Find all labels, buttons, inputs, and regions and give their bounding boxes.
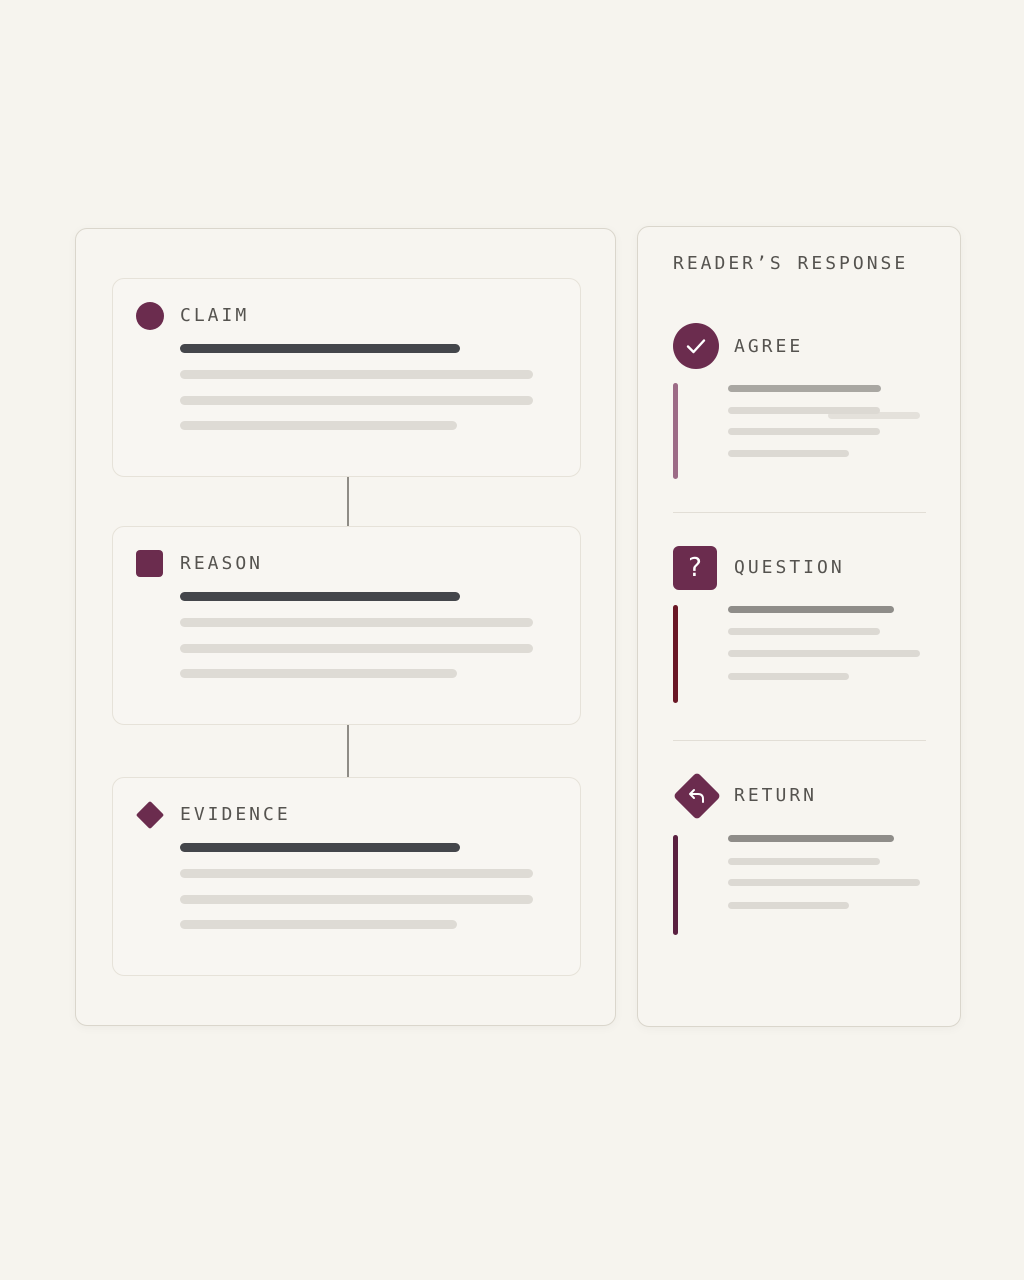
agree-text-line — [828, 412, 920, 419]
response-title: READER’S RESPONSE — [673, 253, 909, 274]
agree-accent-line — [673, 383, 678, 479]
diamond-marker-icon — [135, 800, 165, 830]
reason-text-line — [180, 618, 533, 627]
divider — [673, 512, 926, 513]
evidence-text-line — [180, 869, 533, 878]
agree-text-line — [728, 450, 849, 457]
evidence-text-line — [180, 895, 533, 904]
return-accent-line — [673, 835, 678, 935]
evidence-label: EVIDENCE — [180, 804, 291, 825]
question-text-line — [728, 606, 894, 613]
reason-label: REASON — [180, 553, 264, 574]
agree-text-line — [728, 385, 881, 392]
return-arrow-icon — [672, 771, 722, 821]
check-icon — [673, 323, 719, 369]
question-text-line — [728, 628, 880, 635]
question-label: QUESTION — [734, 557, 845, 578]
agree-text-line — [728, 407, 880, 414]
reason-text-line — [180, 669, 457, 678]
claim-heading-line — [180, 344, 460, 353]
claim-card: CLAIM — [112, 278, 581, 477]
evidence-text-line — [180, 920, 457, 929]
claim-text-line — [180, 396, 533, 405]
return-item: RETURN — [638, 771, 962, 935]
connector-line — [347, 725, 349, 777]
agree-label: AGREE — [734, 336, 804, 357]
circle-marker-icon — [136, 302, 164, 330]
agree-text-line — [728, 428, 880, 435]
connector-line — [347, 477, 349, 526]
evidence-heading-line — [180, 843, 460, 852]
return-label: RETURN — [734, 785, 818, 806]
return-text-line — [728, 858, 880, 865]
evidence-card: EVIDENCE — [112, 777, 581, 976]
question-icon: ? — [673, 546, 717, 590]
question-text-line — [728, 673, 849, 680]
claim-label: CLAIM — [180, 305, 250, 326]
response-panel: READER’S RESPONSE AGREE ? QUESTION — [637, 226, 961, 1027]
argument-panel: CLAIM REASON EVIDENCE — [75, 228, 616, 1026]
return-text-line — [728, 835, 894, 842]
claim-text-line — [180, 370, 533, 379]
return-arrow-glyph — [673, 772, 721, 820]
agree-item: AGREE — [638, 323, 962, 483]
divider — [673, 740, 926, 741]
return-text-line — [728, 879, 920, 886]
question-accent-line — [673, 605, 678, 703]
reason-heading-line — [180, 592, 460, 601]
reason-text-line — [180, 644, 533, 653]
reason-card: REASON — [112, 526, 581, 725]
question-item: ? QUESTION — [638, 544, 962, 704]
question-text-line — [728, 650, 920, 657]
question-glyph: ? — [688, 553, 702, 583]
claim-text-line — [180, 421, 457, 430]
return-text-line — [728, 902, 849, 909]
square-marker-icon — [136, 550, 163, 577]
